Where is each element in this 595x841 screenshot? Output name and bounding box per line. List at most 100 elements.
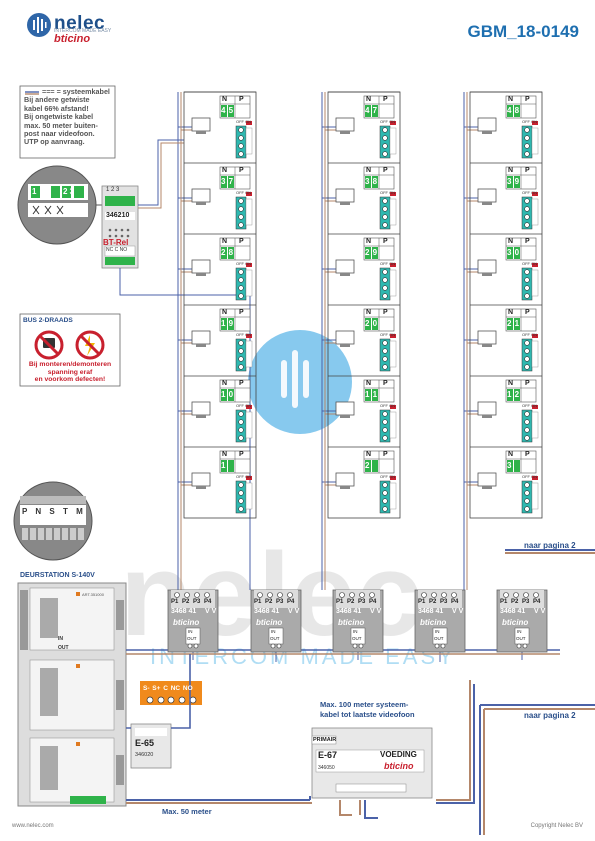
- distributor-port: P4: [204, 599, 212, 605]
- monitor-address: 1 2: [507, 390, 520, 399]
- distributor-vv: V V: [452, 608, 464, 615]
- off-on-label: OFF ON: [522, 119, 538, 124]
- monitor-address: 2 1: [507, 319, 520, 328]
- e67-voeding: VOEDING: [380, 750, 417, 759]
- videophone-icon: [477, 472, 497, 487]
- distributor-in: IN: [435, 629, 440, 634]
- relay-code: 346210: [106, 212, 130, 219]
- brand-name: nelec: [54, 13, 106, 34]
- videophone-icon: [335, 401, 355, 416]
- terminal-n: N: [508, 380, 514, 387]
- distributor-port: P4: [287, 599, 295, 605]
- distributor-port: P3: [358, 599, 366, 605]
- videophone-icon: [191, 330, 211, 345]
- terminal-n: N: [508, 309, 514, 316]
- distributor-brand: bticino: [420, 618, 447, 627]
- distributor-out: OUT: [270, 636, 280, 641]
- monitor-unit: [184, 375, 256, 443]
- relay-pins: 1 2 3: [106, 187, 120, 193]
- monitor-address: 4 8: [507, 106, 520, 115]
- videophone-icon: [191, 259, 211, 274]
- distributor-port: P2: [511, 599, 519, 605]
- distributor-port: P1: [254, 599, 262, 605]
- distributor-code: 3468 41: [418, 608, 444, 615]
- off-on-label: OFF ON: [380, 474, 396, 479]
- distributor-vv: V V: [205, 608, 217, 615]
- off-on-label: OFF ON: [236, 474, 252, 479]
- terminal-n: N: [366, 96, 372, 103]
- note-line-4: max. 50 meter buiten-: [24, 120, 98, 130]
- doorstation-out: OUT: [58, 645, 69, 651]
- monitor-unit: [470, 162, 542, 230]
- videophone-icon: [335, 259, 355, 274]
- next-page-link-bottom[interactable]: naar pagina 2: [524, 711, 576, 720]
- next-page-link-top[interactable]: naar pagina 2: [524, 541, 576, 550]
- terminal-n: N: [366, 451, 372, 458]
- terminal-n: N: [366, 238, 372, 245]
- monitor-unit: [184, 304, 256, 372]
- off-on-label: OFF ON: [522, 190, 538, 195]
- videophone-icon: [191, 117, 211, 132]
- note-legend: === = systeemkabel: [42, 87, 110, 96]
- terminal-p: P: [383, 96, 388, 103]
- cable-note-max100: Max. 100 meter systeem-: [320, 700, 409, 709]
- terminal-n: N: [508, 167, 514, 174]
- distributor-code: 3468 41: [254, 608, 280, 615]
- e67-code: 346050: [318, 765, 335, 771]
- terminal-n: N: [222, 451, 228, 458]
- terminal-p: P: [525, 238, 530, 245]
- no-lightning-icon: [75, 330, 105, 360]
- videophone-icon: [477, 117, 497, 132]
- distributor-port: P1: [336, 599, 344, 605]
- off-on-label: OFF ON: [236, 332, 252, 337]
- distributor-out: OUT: [434, 636, 444, 641]
- distributor-brand: bticino: [256, 618, 283, 627]
- nelec-logo-icon: [27, 13, 51, 37]
- doorstation-pins: P N S T M: [22, 507, 86, 516]
- videophone-icon: [191, 472, 211, 487]
- note-line-5: post naar videofoon.: [24, 129, 95, 139]
- videophone-icon: [335, 188, 355, 203]
- distributor-vv: V V: [370, 608, 382, 615]
- distributor-brand: bticino: [338, 618, 365, 627]
- videophone-icon: [191, 188, 211, 203]
- videophone-icon: [477, 188, 497, 203]
- cable-note-max100-2: kabel tot laatste videofoon: [320, 710, 415, 719]
- terminal-n: N: [222, 380, 228, 387]
- lock-terminal-labels: S- S+ C NC NO: [143, 685, 193, 692]
- terminal-p: P: [383, 167, 388, 174]
- off-on-label: OFF ON: [380, 332, 396, 337]
- distributor-port: P3: [440, 599, 448, 605]
- e67-primair: PRIMAIR: [313, 737, 337, 743]
- terminal-p: P: [383, 238, 388, 245]
- monitor-unit: [184, 162, 256, 230]
- videophone-icon: [477, 330, 497, 345]
- distributor-vv: V V: [534, 608, 546, 615]
- cable-note: === = systeemkabel Bij andere getwiste k…: [24, 87, 114, 147]
- monitor-address: 1: [221, 461, 226, 470]
- monitor-address: 4 5: [221, 106, 234, 115]
- note-line-6: UTP op aanvraag.: [24, 137, 85, 147]
- off-on-label: OFF ON: [236, 403, 252, 408]
- off-on-label: OFF ON: [522, 474, 538, 479]
- monitor-address: 3 7: [221, 177, 234, 186]
- monitor-address: 1 0: [221, 390, 234, 399]
- terminal-p: P: [525, 451, 530, 458]
- terminal-p: P: [239, 451, 244, 458]
- monitor-address: 3 0: [507, 248, 520, 257]
- monitor-unit: [328, 446, 400, 514]
- distributor-port: P3: [193, 599, 201, 605]
- cable-note-max50: Max. 50 meter: [162, 807, 212, 816]
- terminal-p: P: [239, 238, 244, 245]
- terminal-p: P: [239, 380, 244, 387]
- distributor-in: IN: [188, 629, 193, 634]
- off-on-label: OFF ON: [380, 261, 396, 266]
- monitor-address: 2 0: [365, 319, 378, 328]
- distributor-346841: [250, 589, 302, 653]
- monitor-address: 2 8: [221, 248, 234, 257]
- monitor-address: 2: [365, 461, 370, 470]
- terminal-n: N: [222, 238, 228, 245]
- terminal-p: P: [525, 96, 530, 103]
- videophone-icon: [191, 401, 211, 416]
- videophone-icon: [335, 117, 355, 132]
